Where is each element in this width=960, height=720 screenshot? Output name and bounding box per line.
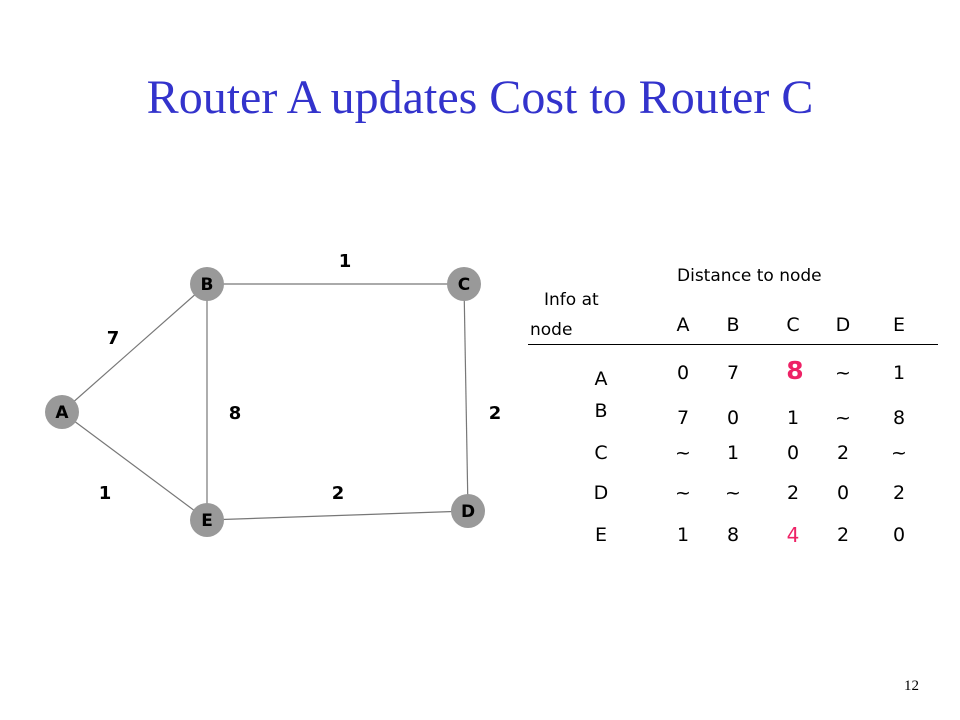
cell-d-e: 2 [892,482,906,504]
cell-a-d: ~ [835,362,851,384]
edge-label-b-e: 8 [229,403,242,424]
node-e-label: E [201,511,213,531]
cell-c-c: 0 [786,442,800,464]
node-d-label: D [461,502,475,522]
col-label-c: C [786,314,800,336]
edge-a-e [61,411,208,521]
col-label-b: B [726,314,740,336]
col-label-d: D [835,314,851,336]
edge-label-a-b: 7 [107,328,120,349]
col-label-e: E [892,314,905,336]
cell-b-a: 7 [676,407,690,429]
cell-d-d: 0 [836,482,850,504]
row-label-a: A [594,368,608,390]
cell-c-e: ~ [891,442,907,464]
cell-a-e: 1 [892,362,906,384]
node-d: D [451,494,485,528]
row-header-line1: Info at [544,290,599,310]
col-label-a: A [676,314,690,336]
row-label-c: C [594,442,608,464]
row-label-b: B [594,400,608,422]
row-label-e: E [594,524,607,546]
edge-c-d [463,283,469,512]
edge-label-e-d: 2 [332,483,345,504]
cell-d-c: 2 [786,482,800,504]
node-c-label: C [458,275,470,295]
node-a-label: A [55,403,69,423]
header-divider [528,344,938,345]
cell-a-b: 7 [726,362,740,384]
row-label-d: D [593,482,609,504]
cell-e-d: 2 [836,524,850,546]
node-a: A [45,395,79,429]
cell-d-a: ~ [675,482,691,504]
cell-a-a: 0 [676,362,690,384]
node-c: C [447,267,481,301]
cell-b-e: 8 [892,407,906,429]
row-header-line2: node [530,320,573,340]
cell-b-d: ~ [835,407,851,429]
cell-a-c-updated: 8 [786,356,804,385]
node-b: B [190,267,224,301]
cell-e-b: 8 [726,524,740,546]
cell-d-b: ~ [725,482,741,504]
cell-c-b: 1 [726,442,740,464]
cell-c-a: ~ [675,442,691,464]
node-e: E [190,503,224,537]
cell-b-c: 1 [786,407,800,429]
cell-e-c-highlighted: 4 [786,523,800,547]
cell-e-e: 0 [892,524,906,546]
edge-label-c-d: 2 [489,403,502,424]
edge-label-a-e: 1 [99,483,112,504]
edge-e-d [206,510,469,521]
cell-e-a: 1 [676,524,690,546]
edge-label-b-c: 1 [339,251,352,272]
slide-title: Router A updates Cost to Router C [146,71,814,124]
cell-c-d: 2 [836,442,850,464]
edge-a-b [61,283,208,413]
page-number: 12 [904,678,919,694]
col-header: Distance to node [677,266,822,286]
node-b-label: B [201,275,214,295]
cell-b-b: 0 [726,407,740,429]
